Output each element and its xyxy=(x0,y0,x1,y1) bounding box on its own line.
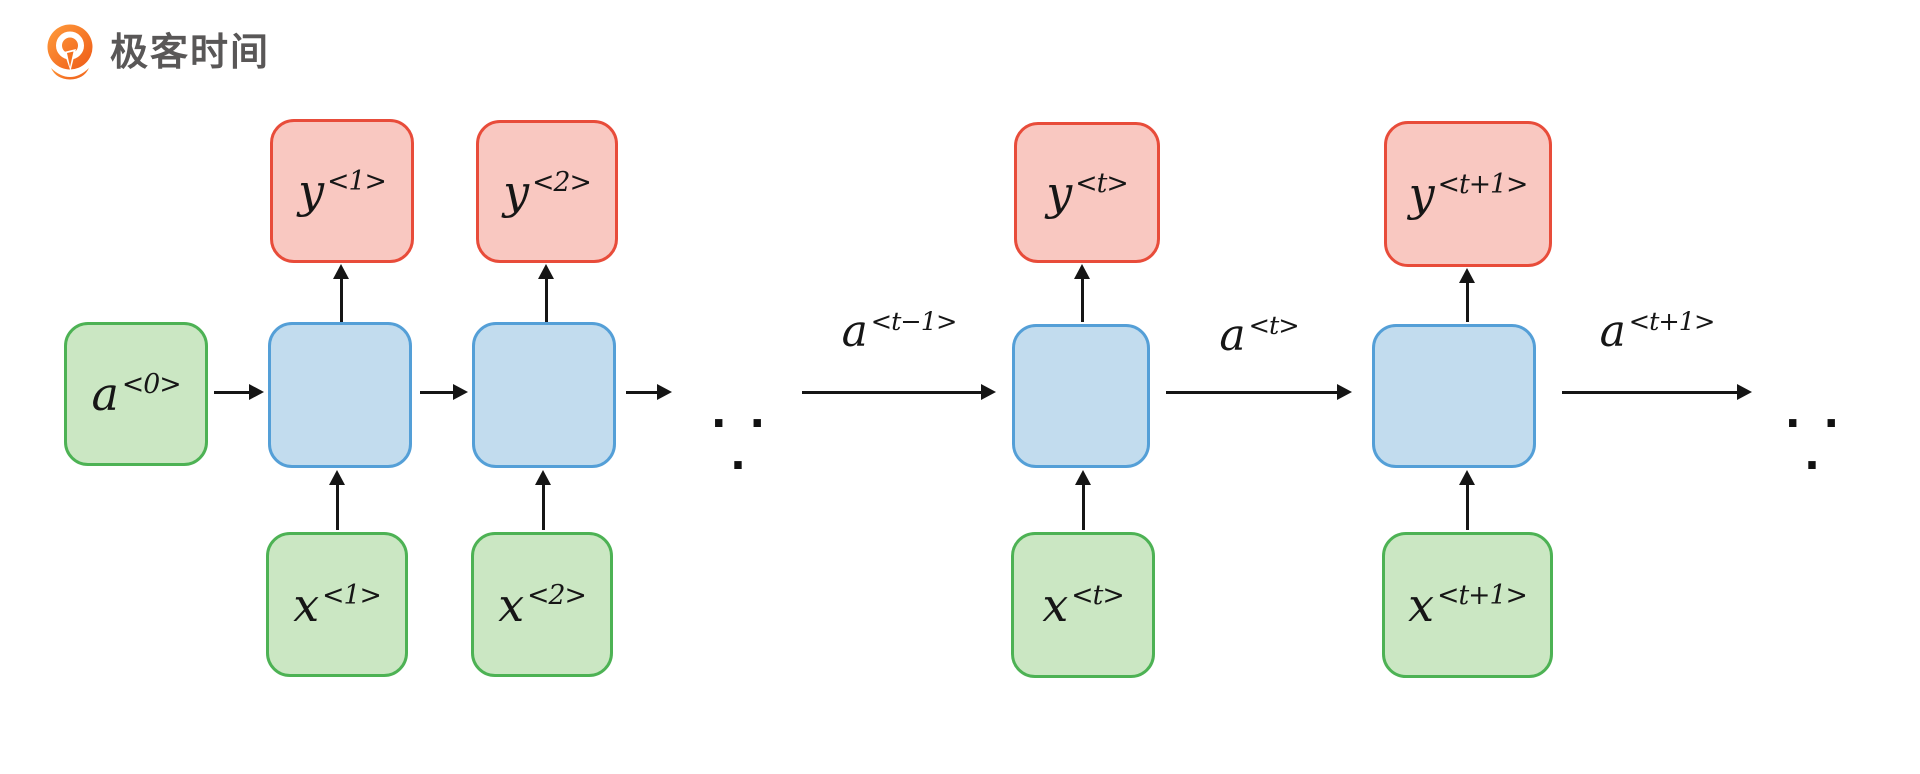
input-label-1: x<1> xyxy=(293,579,382,628)
ellipsis-right: . . . xyxy=(1784,388,1844,479)
math-base: x xyxy=(293,577,320,632)
math-base: x xyxy=(1042,578,1069,632)
math-base: a xyxy=(1599,306,1626,357)
initial-state-box: a<0> xyxy=(64,322,208,466)
math-sup: <t+1> xyxy=(1437,169,1529,201)
output-arrow-1 xyxy=(333,264,349,322)
hidden-state-box-4 xyxy=(1372,324,1536,468)
output-label-3: y<t> xyxy=(1046,167,1128,216)
initial-state-label: a<0> xyxy=(91,369,182,417)
math-base: x xyxy=(1408,578,1435,632)
input-arrow-3 xyxy=(1075,470,1091,530)
math-sup: <0> xyxy=(121,369,182,401)
input-label-4: x<t+1> xyxy=(1408,580,1528,628)
activation-arrow-t-minus-1 xyxy=(802,384,996,400)
input-box-4: x<t+1> xyxy=(1382,532,1553,678)
math-base: a xyxy=(1219,310,1246,361)
activation-arrow-t xyxy=(1166,384,1352,400)
math-sup: <t+1> xyxy=(1437,580,1528,612)
math-sup: <t−1> xyxy=(870,307,958,338)
geektime-pin-icon xyxy=(47,24,93,80)
math-sup: <1> xyxy=(327,166,387,198)
output-label-1: y<1> xyxy=(298,166,387,214)
geektime-logo: 极客时间 xyxy=(42,22,270,82)
math-base: y xyxy=(1408,167,1435,221)
math-base: x xyxy=(498,577,525,632)
hidden-state-box-2 xyxy=(472,322,616,468)
math-sup: <2> xyxy=(527,579,587,611)
transition-label-t-minus-1: a<t−1> xyxy=(792,307,1006,354)
math-base: y xyxy=(503,164,530,219)
arrow-initial-to-hidden1 xyxy=(214,384,264,400)
math-base: y xyxy=(298,164,325,218)
ellipsis-left: . . . xyxy=(710,388,770,479)
hidden-state-box-3 xyxy=(1012,324,1150,468)
math-base: y xyxy=(1046,165,1073,220)
activation-arrow-t-plus-1 xyxy=(1562,384,1752,400)
output-box-3: y<t> xyxy=(1014,122,1160,263)
arrow-hidden1-to-hidden2 xyxy=(420,384,468,400)
math-sup: <t> xyxy=(1071,580,1124,612)
input-arrow-1 xyxy=(329,470,345,530)
math-sup: <t> xyxy=(1075,167,1128,199)
output-label-2: y<2> xyxy=(503,166,592,215)
math-sup: <1> xyxy=(322,579,382,611)
input-box-3: x<t> xyxy=(1011,532,1155,678)
output-box-4: y<t+1> xyxy=(1384,121,1552,267)
input-arrow-2 xyxy=(535,470,551,530)
math-sup: <t> xyxy=(1248,311,1300,342)
output-arrow-4 xyxy=(1459,268,1475,322)
math-base: a xyxy=(91,367,119,421)
math-sup: <t+1> xyxy=(1628,307,1716,338)
output-box-1: y<1> xyxy=(270,119,414,263)
input-box-2: x<2> xyxy=(471,532,613,677)
output-label-4: y<t+1> xyxy=(1409,169,1529,217)
transition-label-t-plus-1: a<t+1> xyxy=(1552,307,1762,354)
output-box-2: y<2> xyxy=(476,120,618,263)
transition-label-t: a<t> xyxy=(1156,311,1362,358)
input-box-1: x<1> xyxy=(266,532,408,677)
math-sup: <2> xyxy=(532,166,592,198)
output-arrow-2 xyxy=(538,264,554,322)
input-label-3: x<t> xyxy=(1042,580,1124,628)
input-arrow-4 xyxy=(1459,470,1475,530)
output-arrow-3 xyxy=(1074,264,1090,322)
input-label-2: x<2> xyxy=(498,579,587,628)
math-base: a xyxy=(841,306,868,357)
arrow-hidden2-to-ellipsis xyxy=(626,384,672,400)
hidden-state-box-1 xyxy=(268,322,412,468)
brand-text: 极客时间 xyxy=(110,30,271,74)
